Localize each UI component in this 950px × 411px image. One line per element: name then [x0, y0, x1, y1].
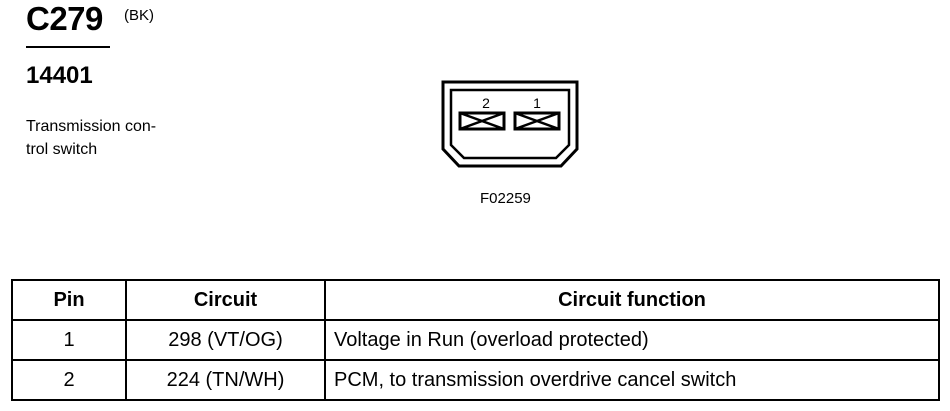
terminal-2-icon — [458, 111, 506, 131]
cell-pin: 1 — [11, 319, 127, 361]
cell-circuit: 298 (VT/OG) — [125, 319, 326, 361]
terminal-1-icon — [513, 111, 561, 131]
cell-circuit-function: Voltage in Run (overload protected) — [324, 319, 940, 361]
cell-pin: 2 — [11, 359, 127, 401]
header-pin: Pin — [11, 279, 127, 321]
connector-color-code: (BK) — [124, 7, 154, 24]
cell-circuit: 224 (TN/WH) — [125, 359, 326, 401]
connector-id: C279 — [26, 0, 103, 37]
cell-circuit-function: PCM, to transmission overdrive cancel sw… — [324, 359, 940, 401]
table-row: 1 298 (VT/OG) Voltage in Run (overload p… — [11, 319, 940, 361]
figure-reference: F02259 — [480, 190, 531, 207]
header-circuit: Circuit — [125, 279, 326, 321]
component-name-line-2: trol switch — [26, 141, 98, 158]
pin-circuit-table: Pin Circuit Circuit function 1 298 (VT/O… — [11, 279, 940, 401]
table-header-row: Pin Circuit Circuit function — [11, 279, 940, 321]
header-circuit-function: Circuit function — [324, 279, 940, 321]
pin-label-1: 1 — [533, 95, 541, 111]
title-underline — [26, 46, 110, 48]
table-row: 2 224 (TN/WH) PCM, to transmission overd… — [11, 359, 940, 401]
component-name: Transmission con- trol switch — [26, 115, 156, 161]
part-number: 14401 — [26, 62, 93, 89]
pin-label-2: 2 — [482, 95, 490, 111]
component-name-line-1: Transmission con- — [26, 118, 157, 135]
connector-face-diagram: 2 1 — [441, 80, 579, 168]
connector-housing-inner — [449, 88, 571, 160]
